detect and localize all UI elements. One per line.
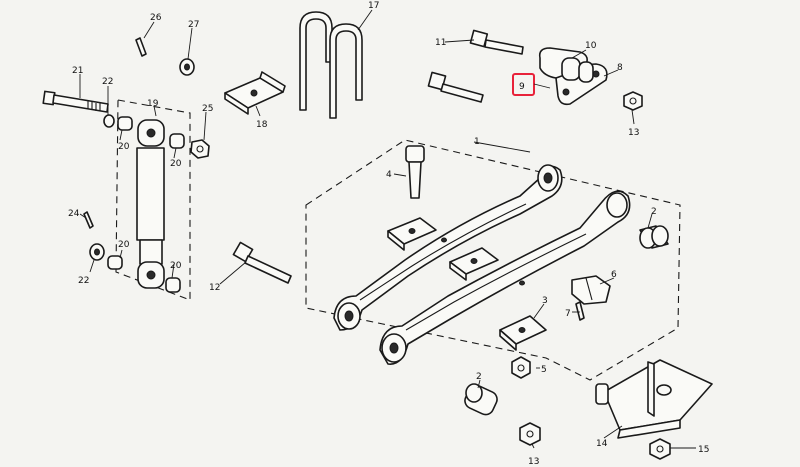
nut-5 — [511, 356, 531, 379]
callout-2-lower: 2 — [476, 372, 482, 382]
callout-1: 1 — [474, 137, 480, 147]
bolt-11-lower — [427, 71, 484, 103]
callout-9: 9 — [519, 82, 525, 92]
cotter-pin-26 — [135, 37, 147, 57]
leader-lines — [79, 9, 696, 449]
callout-14: 14 — [596, 439, 608, 449]
callout-6: 6 — [611, 270, 617, 280]
callout-17: 17 — [368, 1, 379, 11]
bolt-21 — [42, 90, 109, 113]
bolt-4 — [405, 145, 425, 199]
bushing-20-b — [169, 133, 185, 149]
bushing-2-right — [639, 225, 669, 249]
highlight-box-9 — [512, 73, 535, 96]
shock-absorber-outline — [115, 99, 191, 301]
callout-10: 10 — [585, 41, 597, 51]
callout-20-a: 20 — [118, 142, 130, 152]
shock-absorber-group — [42, 37, 210, 301]
callout-22-lower: 22 — [78, 276, 89, 286]
bushing-20-d — [165, 277, 181, 293]
callout-26: 26 — [150, 13, 162, 23]
callout-15: 15 — [698, 445, 709, 455]
callout-4: 4 — [386, 170, 392, 180]
bolt-11-upper — [469, 29, 524, 55]
bushing-20-a — [117, 116, 133, 131]
screw-7 — [575, 301, 585, 321]
callout-20-c: 20 — [118, 240, 130, 250]
shackle-bracket-group — [427, 29, 643, 111]
callout-18: 18 — [256, 120, 268, 130]
spring-pad-3 — [499, 315, 547, 351]
leaf-spring-rear — [333, 164, 563, 331]
nut-13-upper — [623, 91, 643, 111]
u-bolt-17 — [299, 11, 363, 119]
nut-25 — [190, 139, 210, 159]
callout-13-upper: 13 — [628, 128, 639, 138]
bushing-2-lower — [464, 383, 498, 416]
callout-27: 27 — [188, 20, 199, 30]
callout-21: 21 — [72, 66, 83, 76]
plate-18 — [224, 71, 286, 115]
leaf-spring-front — [379, 190, 631, 365]
callout-8: 8 — [617, 63, 623, 73]
callout-19: 19 — [147, 99, 159, 109]
callout-labels: 26 27 21 22 19 20 20 25 24 20 20 22 12 1… — [68, 1, 709, 467]
nut-13-lower — [519, 422, 541, 446]
callout-22-upper: 22 — [102, 77, 113, 87]
callout-20-d: 20 — [170, 261, 182, 271]
callout-13-lower: 13 — [528, 457, 539, 467]
callout-3: 3 — [542, 296, 548, 306]
spring-pad-upper — [387, 217, 437, 251]
shackle-plate-10 — [538, 47, 594, 83]
bolt-12 — [232, 241, 292, 284]
mounting-bracket-14 — [595, 359, 713, 439]
leaf-spring-assembly — [305, 139, 681, 416]
callout-11: 11 — [435, 38, 446, 48]
callout-12: 12 — [209, 283, 220, 293]
callout-2-right: 2 — [651, 207, 657, 217]
clamp-6 — [571, 275, 611, 305]
callout-20-b: 20 — [170, 159, 182, 169]
bushing-20-c — [107, 255, 123, 270]
washer-22-upper — [103, 114, 115, 128]
callout-5: 5 — [541, 365, 547, 375]
shock-absorber-body — [136, 119, 165, 289]
spring-pad-middle — [449, 247, 499, 281]
callout-24: 24 — [68, 209, 80, 219]
callout-7: 7 — [565, 309, 571, 319]
callout-25: 25 — [202, 104, 213, 114]
nut-15 — [649, 438, 671, 460]
cotter-pin-24 — [83, 211, 94, 229]
